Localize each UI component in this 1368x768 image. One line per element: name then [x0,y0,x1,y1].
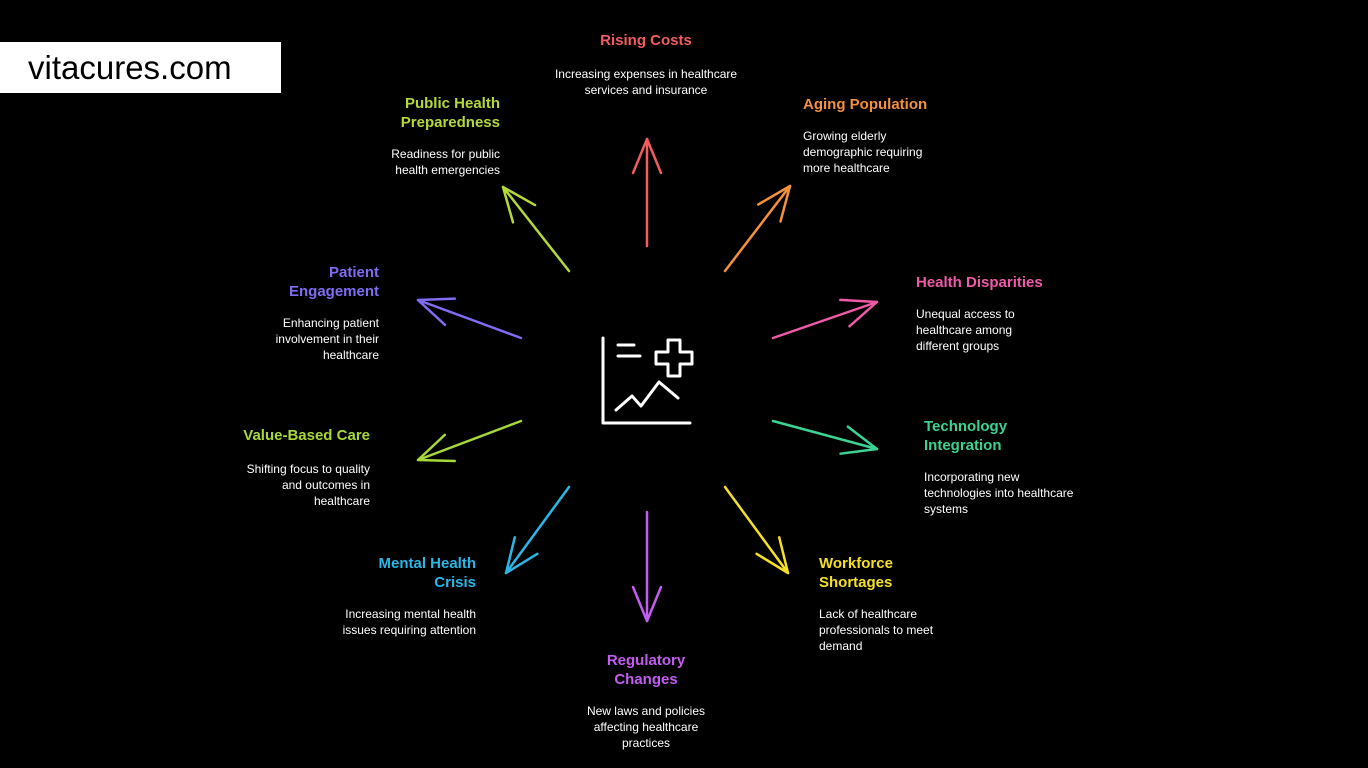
node-aging-population: Aging Population Growing elderly demogra… [803,95,993,176]
node-rising-costs: Rising Costs Increasing expenses in heal… [546,31,746,98]
node-description: Increasing mental health issues requirin… [342,607,476,637]
node-description: Incorporating new technologies into heal… [924,470,1074,516]
node-title: Value-Based Care [243,427,370,444]
arrow-disparities [771,298,879,340]
node-health-disparities: Health Disparities Unequal access to hea… [916,273,1096,354]
node-mental-health-crisis: Mental Health Crisis Increasing mental h… [276,554,476,638]
arrow-regulatory [631,510,663,623]
node-value-based-care: Value-Based Care Shifting focus to quali… [170,426,370,509]
node-description: Growing elderly demographic requiring mo… [803,129,923,175]
arrow-value [416,419,523,463]
node-description: Enhancing patient involvement in their h… [275,316,379,362]
arrow-workforce [723,485,790,575]
node-title: Patient Engagement [288,264,379,300]
node-public-health-preparedness: Public Health Preparedness Readiness for… [300,94,500,178]
node-description: Increasing expenses in healthcare servic… [554,67,738,97]
node-title: Public Health Preparedness [400,95,500,131]
node-description: New laws and policies affecting healthca… [586,704,706,750]
node-title: Regulatory Changes [606,652,686,688]
arrow-rising [631,137,663,248]
arrow-preparedness [501,185,571,273]
watermark-logo: vitacures.com [0,42,281,93]
node-title: Technology Integration [924,418,1008,454]
node-description: Readiness for public health emergencies [391,147,500,177]
node-regulatory-changes: Regulatory Changes New laws and policies… [546,651,746,751]
node-title: Health Disparities [916,274,1043,291]
arrow-mental [504,485,571,575]
node-workforce-shortages: Workforce Shortages Lack of healthcare p… [819,554,1009,654]
arrow-patient [416,297,523,340]
node-title: Aging Population [803,96,928,113]
node-description: Lack of healthcare professionals to meet… [819,607,934,653]
node-description: Unequal access to healthcare among diffe… [916,307,1015,353]
node-title: Rising Costs [600,32,692,49]
node-description: Shifting focus to quality and outcomes i… [246,462,370,508]
node-technology-integration: Technology Integration Incorporating new… [924,417,1104,517]
health-chart-icon [601,336,694,425]
node-title: Mental Health Crisis [378,555,476,591]
node-patient-engagement: Patient Engagement Enhancing patient inv… [180,263,379,363]
arrow-tech [771,419,879,455]
node-title: Workforce Shortages [819,555,893,591]
arrow-aging [723,184,792,273]
